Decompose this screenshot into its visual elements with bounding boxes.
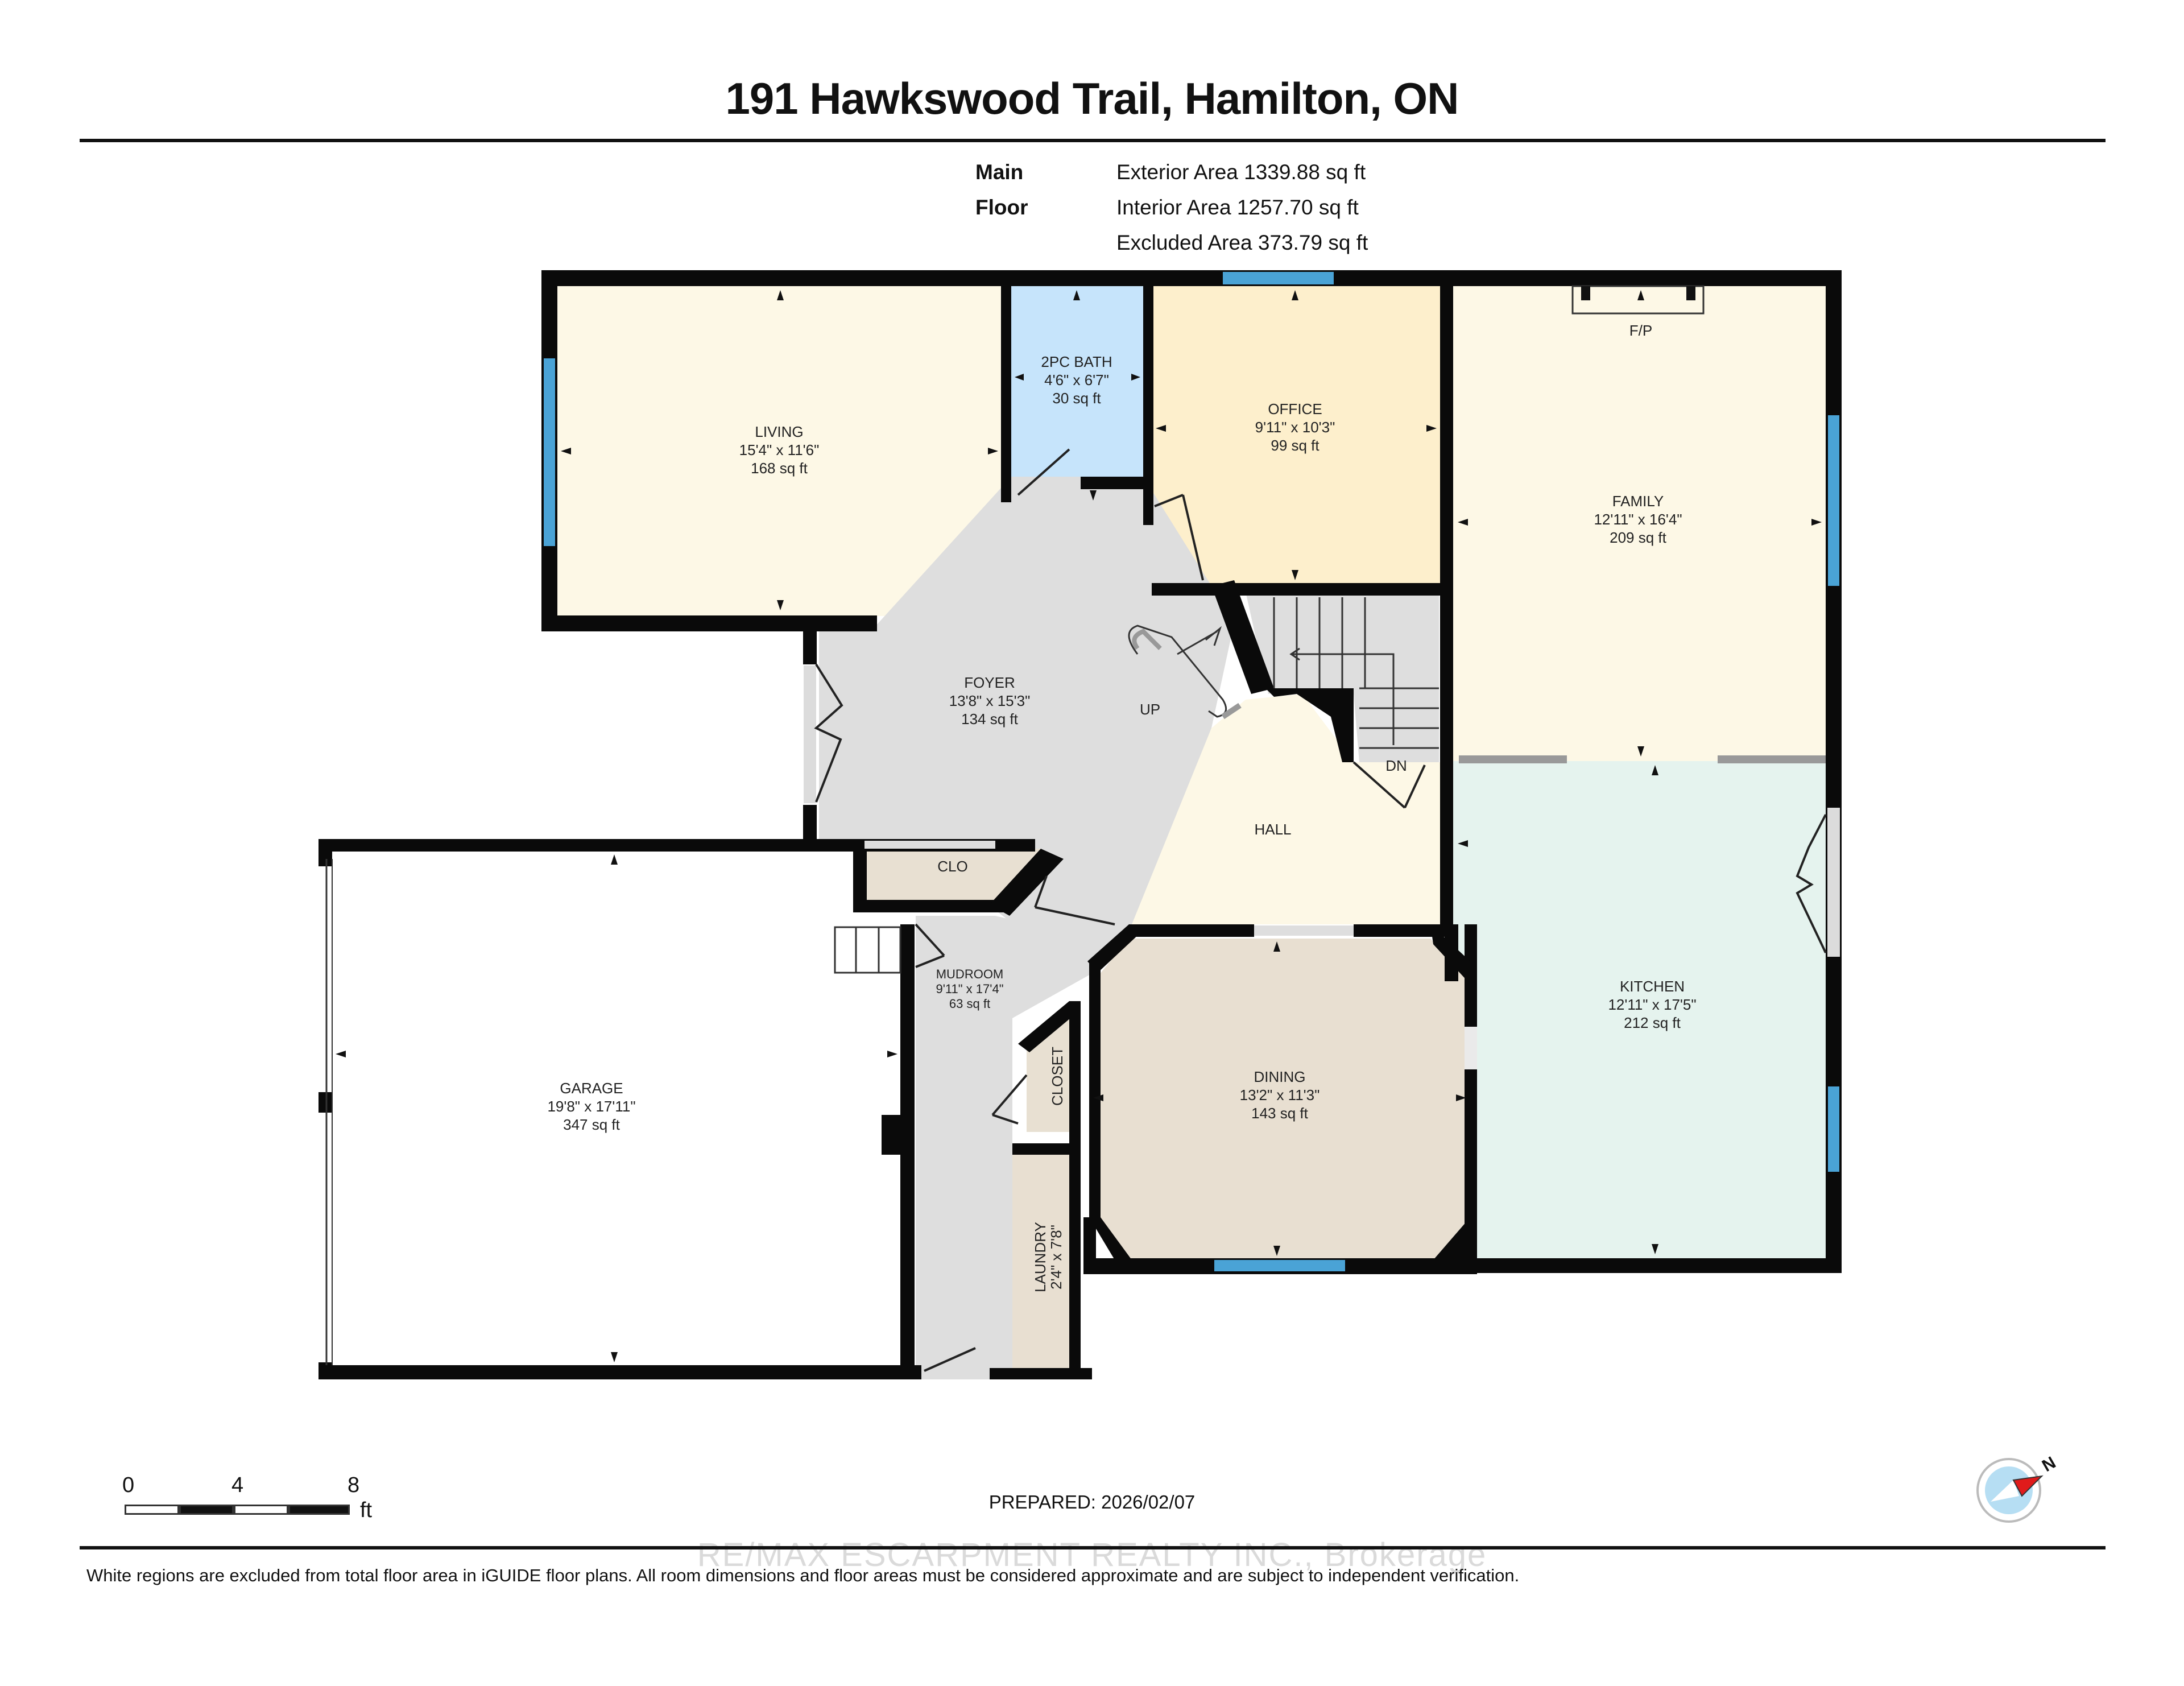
- header-divider: [80, 139, 2106, 142]
- scale-segment: [125, 1505, 179, 1515]
- office-name: OFFICE: [1268, 400, 1322, 418]
- living-dims: 15'4" x 11'6": [739, 441, 820, 458]
- office-dims: 9'11" x 10'3": [1255, 419, 1335, 436]
- garage-name: GARAGE: [560, 1080, 623, 1097]
- scale-unit: ft: [360, 1498, 373, 1522]
- bath-name: 2PC BATH: [1041, 353, 1112, 370]
- dining-area: 143 sq ft: [1251, 1105, 1309, 1122]
- scale-segment: [179, 1505, 234, 1515]
- windows: [544, 272, 1839, 1271]
- garage-stairs: [834, 926, 901, 974]
- closet-name: CLOSET: [1049, 1047, 1066, 1106]
- garage-area: 347 sq ft: [563, 1116, 621, 1133]
- laundry-dims: 2'4" x 7'8": [1048, 1225, 1065, 1290]
- laundry-fill: [1012, 1155, 1069, 1371]
- living-name: LIVING: [755, 423, 803, 440]
- dimension-markers: [336, 290, 1822, 1362]
- door-swings: [814, 448, 1827, 1372]
- office-area: 99 sq ft: [1271, 437, 1320, 454]
- bath-dims: 4'6" x 6'7": [1044, 371, 1109, 389]
- stairs-up-label: UP: [1140, 701, 1160, 718]
- bath-fill: [1011, 286, 1143, 477]
- family-area: 209 sq ft: [1610, 529, 1667, 546]
- family-fill: [1453, 286, 1826, 761]
- openings: [804, 666, 1840, 1379]
- foyer-area: 134 sq ft: [961, 710, 1019, 728]
- garage-dims: 19'8" x 17'11": [547, 1098, 635, 1115]
- mudroom-dims: 9'11" x 17'4": [936, 982, 1003, 996]
- page-title: 191 Hawkswood Trail, Hamilton, ON: [725, 73, 1459, 123]
- foyer-dims: 13'8" x 15'3": [949, 692, 1031, 709]
- scale-segment: [288, 1505, 350, 1515]
- scale-segment: [234, 1505, 288, 1515]
- room-fills: [557, 286, 1826, 1371]
- scale-tick-0: 0: [122, 1473, 135, 1497]
- hall-fill: [1132, 694, 1447, 924]
- hall-rail: [1221, 702, 1242, 720]
- exterior-area: Exterior Area 1339.88 sq ft: [1116, 160, 1366, 184]
- fireplace-icon: [1571, 285, 1705, 315]
- scale-tick-4: 4: [231, 1473, 244, 1497]
- scale-bar: 0 4 8 ft: [122, 1473, 407, 1530]
- clo-name: CLO: [937, 858, 967, 875]
- foyer-name: FOYER: [964, 674, 1015, 691]
- stair-rail: [1132, 629, 1162, 650]
- dining-dims: 13'2" x 11'3": [1240, 1086, 1320, 1104]
- excluded-area: Excluded Area 373.79 sq ft: [1116, 231, 1368, 254]
- garage-door: [325, 859, 333, 1365]
- hall-name: HALL: [1254, 821, 1291, 838]
- mudroom-area: 63 sq ft: [949, 997, 990, 1011]
- office-fill: [1152, 286, 1441, 585]
- mudroom-name: MUDROOM: [936, 967, 1004, 981]
- compass-north-label: N: [2039, 1453, 2059, 1476]
- dining-name: DINING: [1254, 1068, 1306, 1085]
- bath-area: 30 sq ft: [1052, 390, 1101, 407]
- living-fill: [557, 286, 1003, 616]
- brokerage-watermark: RE/MAX ESCARPMENT REALTY INC., Brokerage: [697, 1536, 1487, 1573]
- family-name: FAMILY: [1612, 493, 1664, 510]
- laundry-name: LAUNDRY: [1032, 1222, 1049, 1292]
- living-area: 168 sq ft: [751, 460, 808, 477]
- floor-label: Main Floor: [975, 160, 1028, 219]
- kitchen-area: 212 sq ft: [1624, 1014, 1681, 1031]
- footer-divider: [80, 1546, 2106, 1549]
- kitchen-fill: [1453, 761, 1826, 1259]
- kitchen-name: KITCHEN: [1620, 978, 1685, 995]
- scale-tick-8: 8: [348, 1473, 360, 1497]
- fireplace-label: F/P: [1629, 322, 1652, 339]
- disclaimer: White regions are excluded from total fl…: [86, 1565, 1520, 1585]
- kitchen-dims: 12'11" x 17'5": [1608, 996, 1696, 1013]
- room-labels: LIVING 15'4" x 11'6" 168 sq ft 2PC BATH …: [547, 322, 1696, 1292]
- prepared-date: PREPARED: 2026/02/07: [988, 1491, 1196, 1513]
- dining-fill: [1089, 939, 1470, 1260]
- mudroom-fill: [910, 916, 1132, 1371]
- clo-fill: [864, 849, 1041, 900]
- interior-area: Interior Area 1257.70 sq ft: [1116, 196, 1359, 219]
- compass-icon: N: [1976, 1453, 2059, 1523]
- stairs-down-label: DN: [1385, 757, 1407, 774]
- family-dims: 12'11" x 16'4": [1594, 511, 1682, 528]
